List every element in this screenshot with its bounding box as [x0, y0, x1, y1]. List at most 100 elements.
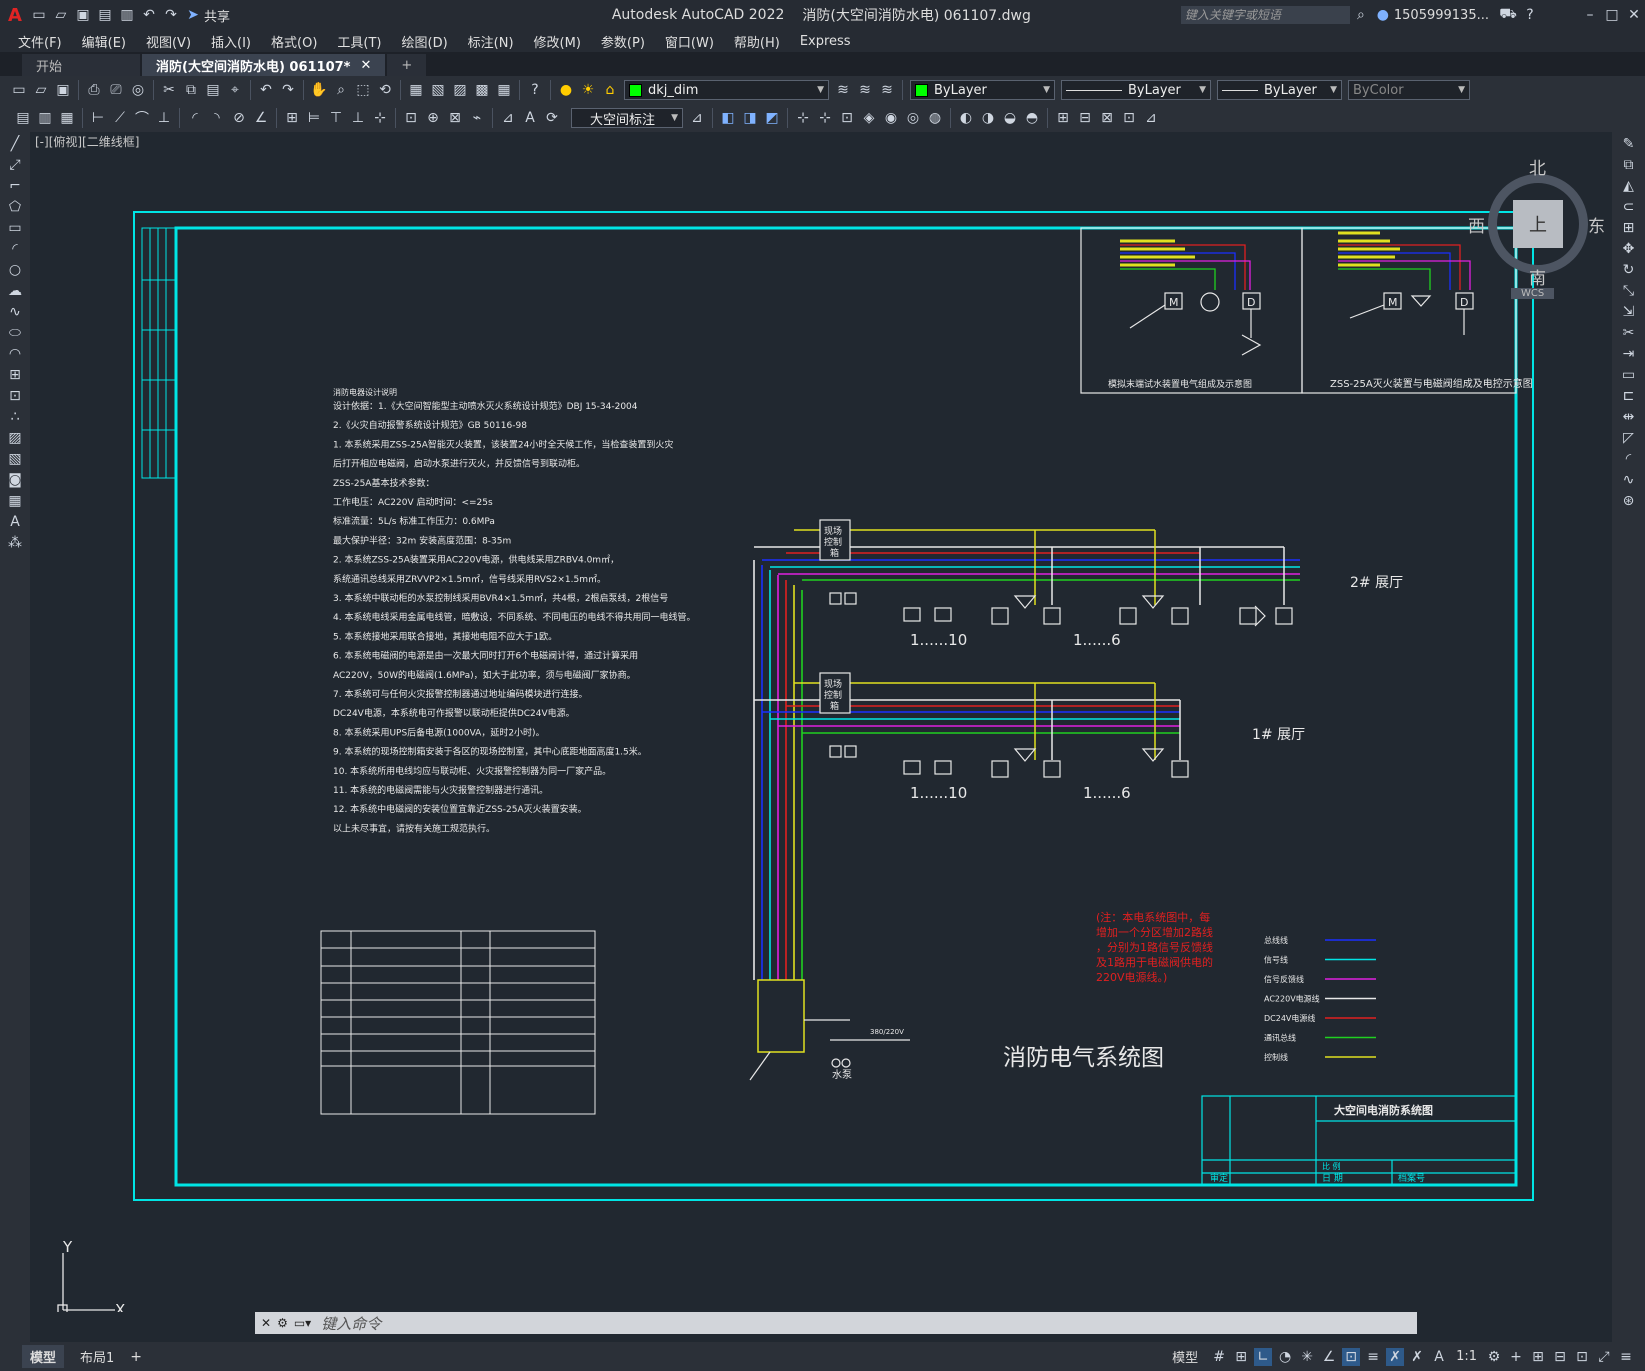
menu-express[interactable]: Express: [799, 33, 851, 49]
break-point-icon[interactable]: ▭: [1621, 366, 1636, 383]
annotation-scale[interactable]: 1:1: [1456, 1349, 1477, 1364]
mtext-icon[interactable]: A: [10, 513, 20, 530]
menu-draw[interactable]: 绘图(D): [401, 35, 448, 51]
maximize-icon[interactable]: □: [1605, 7, 1619, 23]
color-dropdown[interactable]: ByLayer ▼: [910, 80, 1055, 100]
explode-icon[interactable]: ⊛: [1622, 492, 1635, 509]
stretch-icon[interactable]: ⇲: [1622, 303, 1635, 320]
join-icon[interactable]: ⇹: [1622, 408, 1635, 425]
menu-file[interactable]: 文件(F): [18, 35, 62, 51]
gradient-icon[interactable]: ▧: [8, 450, 22, 467]
dim-linear-icon[interactable]: ⊢: [91, 110, 105, 126]
menu-dimension[interactable]: 标注(N): [467, 35, 514, 51]
tab-drawing[interactable]: 消防(大空间消防水电) 061107* ✕: [142, 54, 386, 76]
user-name[interactable]: 1505999135...: [1393, 7, 1489, 23]
drawing-canvas[interactable]: [-][俯视][二维线框]: [30, 132, 1612, 1334]
visual-icon-3[interactable]: ◒: [1003, 110, 1017, 126]
ucs-icon-2[interactable]: ◨: [743, 110, 757, 126]
ucs-icon-7[interactable]: ◈: [863, 110, 875, 126]
menu-window[interactable]: 窗口(W): [664, 35, 714, 51]
new-tab-button[interactable]: +: [387, 54, 427, 76]
zoom-window-icon[interactable]: ⬚: [356, 82, 370, 98]
open-file-icon[interactable]: ▱: [55, 7, 67, 23]
menu-parametric[interactable]: 参数(P): [600, 35, 645, 51]
viewcube[interactable]: 上 北 南 西 东 WCS: [1468, 154, 1610, 299]
array-icon[interactable]: ⊞: [1622, 219, 1635, 236]
layer-prev-icon[interactable]: ≋: [859, 82, 871, 98]
view-icon-5[interactable]: ⊿: [1145, 110, 1157, 126]
redo-tb-icon[interactable]: ↷: [282, 82, 294, 98]
insert-block-icon[interactable]: ⊞: [9, 366, 21, 383]
layer-sun-icon[interactable]: ☀: [581, 82, 595, 98]
cut-icon[interactable]: ✂: [163, 82, 175, 98]
layer-lock-icon[interactable]: ⌂: [605, 82, 615, 98]
dim-baseline-icon[interactable]: ⊨: [307, 110, 321, 126]
rotate-icon[interactable]: ↻: [1622, 261, 1635, 278]
layout-tab-layout1[interactable]: 布局1: [80, 1351, 115, 1366]
rectangle-icon[interactable]: ▭: [8, 219, 22, 236]
tab-close-icon[interactable]: ✕: [360, 57, 372, 73]
layer-state-icon[interactable]: ≋: [881, 82, 893, 98]
autocad-logo-icon[interactable]: A: [8, 4, 22, 26]
polar-icon[interactable]: ◔: [1278, 1348, 1292, 1365]
search-icon[interactable]: ⌕: [1356, 7, 1365, 23]
status-model[interactable]: 模型: [1172, 1351, 1199, 1366]
polyline-icon[interactable]: ⌐: [9, 177, 21, 194]
ucs-icon-9[interactable]: ◎: [906, 110, 920, 126]
customize-icon[interactable]: ≡: [1620, 1348, 1632, 1365]
viewcube-north[interactable]: 北: [1529, 159, 1546, 179]
save-tb-icon[interactable]: ▣: [56, 82, 70, 98]
preview-icon[interactable]: ⎚: [110, 82, 122, 98]
view-icon-2[interactable]: ⊟: [1079, 110, 1091, 126]
tool-palette-icon[interactable]: ▨: [453, 82, 467, 98]
jog-linear-icon[interactable]: ⌁: [472, 110, 482, 126]
close-icon[interactable]: ✕: [1628, 7, 1640, 23]
make-block-icon[interactable]: ⊡: [9, 387, 21, 404]
layer-dropdown[interactable]: dkj_dim ▼: [624, 80, 829, 100]
undo-tb-icon[interactable]: ↶: [260, 82, 272, 98]
dim-jogged-icon[interactable]: ◝: [214, 110, 220, 126]
scale-icon[interactable]: ⤡: [1622, 282, 1635, 299]
plus-icon[interactable]: +: [1510, 1348, 1522, 1365]
viewcube-top-face[interactable]: 上: [1513, 200, 1563, 248]
search-input[interactable]: 键入关键字或短语: [1180, 6, 1350, 24]
lineweight-dropdown[interactable]: ByLayer ▼: [1217, 80, 1342, 100]
ortho-icon[interactable]: ∟: [1254, 1347, 1273, 1366]
tab-start[interactable]: 开始: [22, 54, 140, 76]
command-history-icon[interactable]: ▭▾: [293, 1316, 312, 1330]
view-icon-4[interactable]: ⊡: [1123, 110, 1135, 126]
fullscreen-icon[interactable]: ⤢: [1598, 1348, 1610, 1365]
menu-modify[interactable]: 修改(M): [533, 35, 581, 51]
save-as-icon[interactable]: ▤: [98, 7, 112, 23]
units-icon[interactable]: ⊞: [1532, 1348, 1544, 1365]
arc-icon[interactable]: ◜: [12, 240, 18, 257]
publish-icon[interactable]: ◎: [131, 82, 145, 98]
zoom-prev-icon[interactable]: ⟲: [379, 82, 391, 98]
workspace-icon[interactable]: ⚙: [1487, 1348, 1501, 1365]
ucs-icon-6[interactable]: ⊡: [841, 110, 853, 126]
ucs-icon-4[interactable]: ⊹: [797, 110, 809, 126]
open-icon[interactable]: ▱: [35, 82, 47, 98]
undo-icon[interactable]: ↶: [143, 7, 155, 23]
fillet-icon[interactable]: ◜: [1625, 450, 1632, 467]
ucs-icon-1[interactable]: ◧: [721, 110, 735, 126]
dim-angular-icon[interactable]: ∠: [254, 110, 268, 126]
quick-props-icon[interactable]: ⊟: [1554, 1348, 1566, 1365]
polygon-icon[interactable]: ⬠: [8, 198, 22, 215]
plot-icon[interactable]: ▥: [120, 7, 134, 23]
dim-quick-icon[interactable]: ⊞: [286, 110, 298, 126]
menu-view[interactable]: 视图(V): [145, 35, 192, 51]
dim-radius-icon[interactable]: ◜: [192, 110, 198, 126]
cart-icon[interactable]: ⛟: [1499, 6, 1517, 22]
layer-bulb-icon[interactable]: ●: [559, 82, 573, 98]
menu-help[interactable]: 帮助(H): [733, 35, 780, 51]
view-icon-3[interactable]: ⊠: [1101, 110, 1113, 126]
print-icon[interactable]: ⎙: [88, 82, 100, 98]
extend-icon[interactable]: ⇥: [1622, 345, 1635, 362]
dim-aligned-icon[interactable]: ⟋: [115, 110, 125, 126]
layer-props-icon[interactable]: ≋: [837, 82, 849, 98]
menu-format[interactable]: 格式(O): [271, 35, 318, 51]
plotstyle-dropdown[interactable]: ByColor ▼: [1348, 80, 1470, 100]
erase-icon[interactable]: ✎: [1622, 135, 1635, 152]
copy-obj-icon[interactable]: ⧉: [1623, 156, 1634, 173]
